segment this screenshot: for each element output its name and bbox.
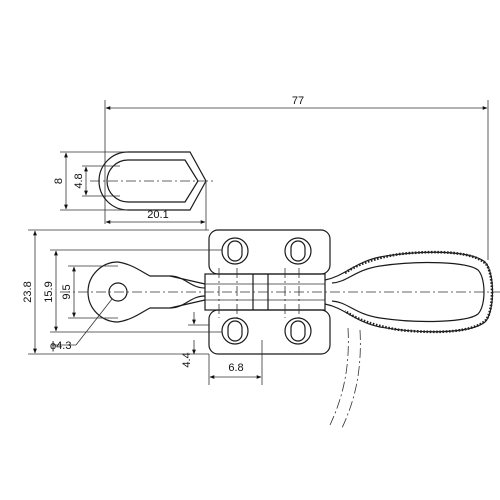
slot-offset-dimension: 6.8 [208, 340, 263, 385]
base-offset-dimension: 4.4 [181, 312, 209, 368]
slot-height-dimension: 8 [53, 151, 128, 211]
hole-width-label: 9.5 [61, 284, 73, 299]
hole-spacing-label: 15.9 [43, 281, 55, 302]
hole-spacing-dimension: 15.9 [43, 249, 222, 333]
slot-offset-label: 6.8 [228, 362, 243, 374]
spindle-length-dimension: 20.1 [105, 181, 207, 230]
pivot-hole-dimension: ϕ4.3 [50, 298, 113, 352]
pivot-hole-label: ϕ4.3 [50, 340, 71, 352]
open-position-outline [329, 327, 361, 429]
linkage-body [204, 268, 326, 318]
slot-height-label: 8 [53, 178, 65, 184]
slot-width-label: 4.8 [73, 173, 85, 188]
upper-base-plate [208, 229, 331, 275]
spindle-top-view [90, 151, 215, 211]
base-height-dimension: 23.8 [22, 229, 209, 355]
lower-base-plate [208, 309, 331, 355]
spindle-length-label: 20.1 [147, 209, 168, 221]
clamp-arm [87, 261, 206, 323]
base-offset-label: 4.4 [181, 352, 193, 367]
slot-width-dimension: 4.8 [73, 165, 120, 197]
handle-grip [324, 250, 494, 334]
hole-width-dimension: 9.5 [61, 265, 118, 319]
base-height-label: 23.8 [22, 281, 34, 302]
overall-length-dimension: 77 [104, 95, 489, 260]
overall-length-label: 77 [292, 95, 304, 107]
